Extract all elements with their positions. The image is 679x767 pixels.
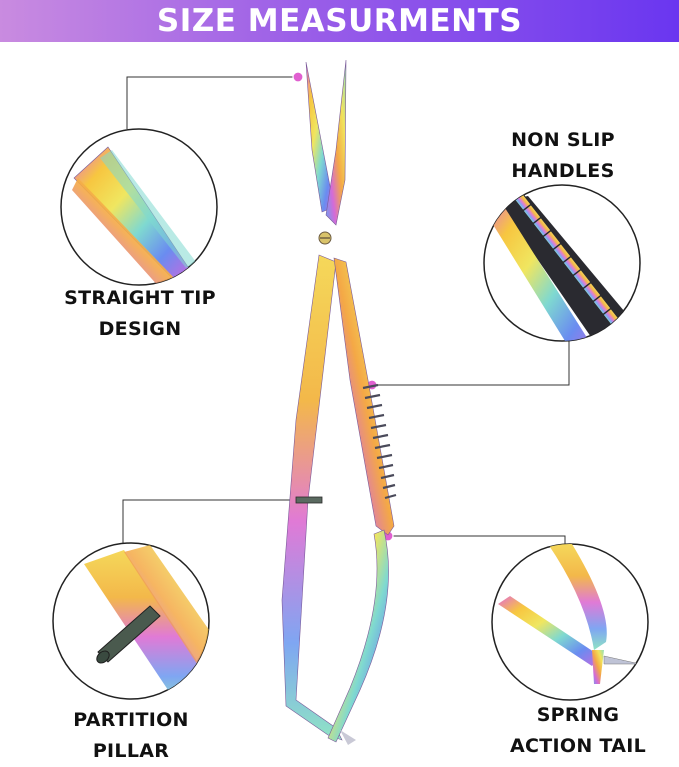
title-banner: SIZE MEASURMENTS <box>0 0 679 42</box>
partition-pillar <box>295 496 323 504</box>
scissors-main <box>281 59 397 745</box>
label-partition: PARTITION PILLAR <box>41 705 221 767</box>
label-partition-line1: PARTITION <box>73 709 189 731</box>
label-non-slip-line1: NON SLIP <box>511 129 615 151</box>
label-non-slip: NON SLIP HANDLES <box>478 125 648 187</box>
page-title: SIZE MEASURMENTS <box>156 3 523 39</box>
label-non-slip-line2: HANDLES <box>511 160 615 182</box>
label-partition-line2: PILLAR <box>92 740 170 762</box>
label-spring-line1: SPRING <box>536 704 620 726</box>
detail-circle-handles <box>483 184 641 342</box>
leader-lines <box>122 76 570 544</box>
label-straight-tip-line2: DESIGN <box>98 318 182 340</box>
detail-circle-tip <box>60 128 218 286</box>
grip-ridges <box>362 383 397 500</box>
detail-circle-pillar <box>52 542 210 700</box>
leader-line-handles <box>372 341 570 386</box>
leader-line-tip <box>126 76 298 129</box>
label-spring-line2: ACTION TAIL <box>509 735 646 757</box>
leader-line-spring <box>388 535 566 544</box>
label-straight-tip: STRAIGHT TIP DESIGN <box>40 283 240 345</box>
marker-dot-tip <box>292 71 304 83</box>
leader-line-pillar <box>122 499 300 543</box>
label-spring: SPRING ACTION TAIL <box>488 700 668 762</box>
label-straight-tip-line1: STRAIGHT TIP <box>64 287 216 309</box>
detail-circle-spring <box>491 543 649 701</box>
